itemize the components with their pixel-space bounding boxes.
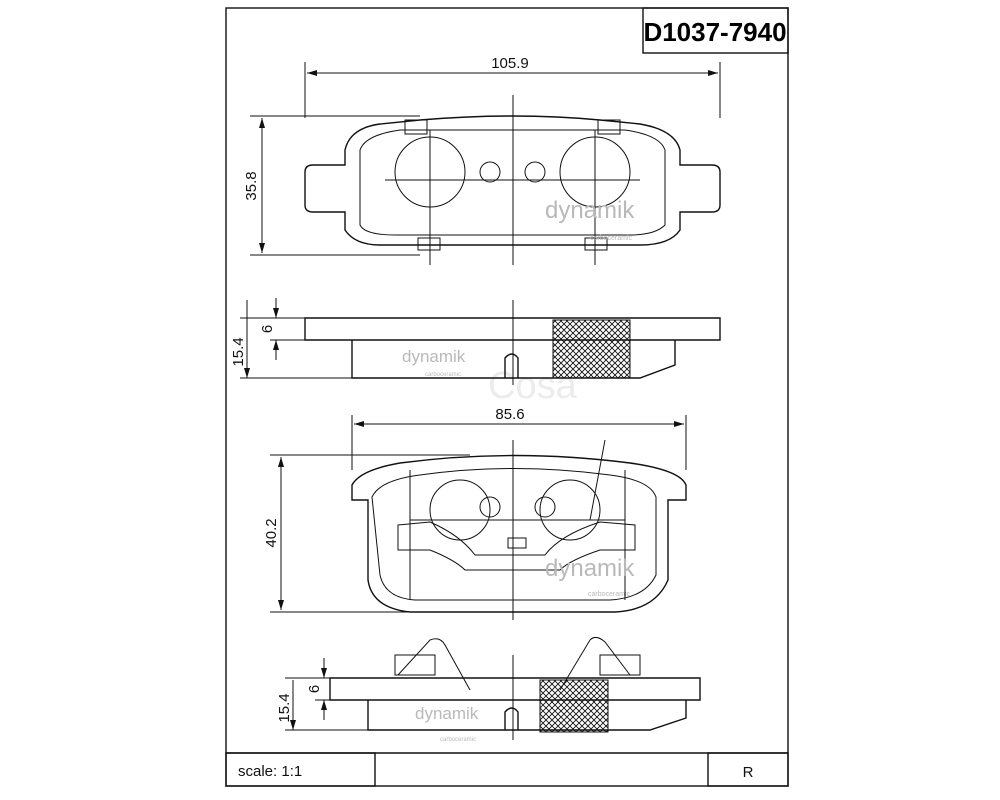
brand-watermark-4: dynamik	[415, 704, 479, 723]
brand-sub-watermark-1: carboceramic	[590, 235, 633, 242]
top-pad-view: 105.9 35.8 dynamik carboceramic	[243, 55, 721, 265]
dim-bottom-width: 85.6	[495, 406, 524, 423]
brand-sub-watermark-3: carboceramic	[588, 591, 631, 598]
drawing-frame	[225, 7, 789, 787]
side-label: R	[743, 764, 754, 781]
part-number: D1037-7940	[643, 17, 786, 47]
side-view-2: 15.4 6 dynamik carboceramic	[276, 636, 701, 743]
brand-watermark-3: dynamik	[545, 555, 635, 582]
dim-bottom-height: 40.2	[263, 518, 280, 547]
scale-box	[225, 752, 376, 787]
dim-side1-plate: 6	[259, 325, 276, 333]
scale-label: scale: 1:1	[238, 763, 302, 780]
brand-sub-watermark-2: carboceramic	[425, 372, 461, 378]
brand-sub-watermark-4: carboceramic	[440, 737, 476, 743]
dim-top-width: 105.9	[491, 55, 529, 72]
brand-watermark-1: dynamik	[545, 197, 635, 224]
side-box	[707, 752, 789, 787]
title-box	[642, 7, 789, 54]
brand-watermark-2: dynamik	[402, 347, 466, 366]
bottom-pad-view: 85.6 40.2 dynamik carboceramic	[263, 406, 687, 620]
dim-side2-plate: 6	[306, 685, 323, 693]
dim-side1-total: 15.4	[230, 337, 247, 366]
side-view-1: 15.4 6 dynamik carboceramic	[230, 298, 721, 385]
dim-top-height: 35.8	[243, 171, 260, 200]
dim-side2-total: 15.4	[276, 693, 293, 722]
